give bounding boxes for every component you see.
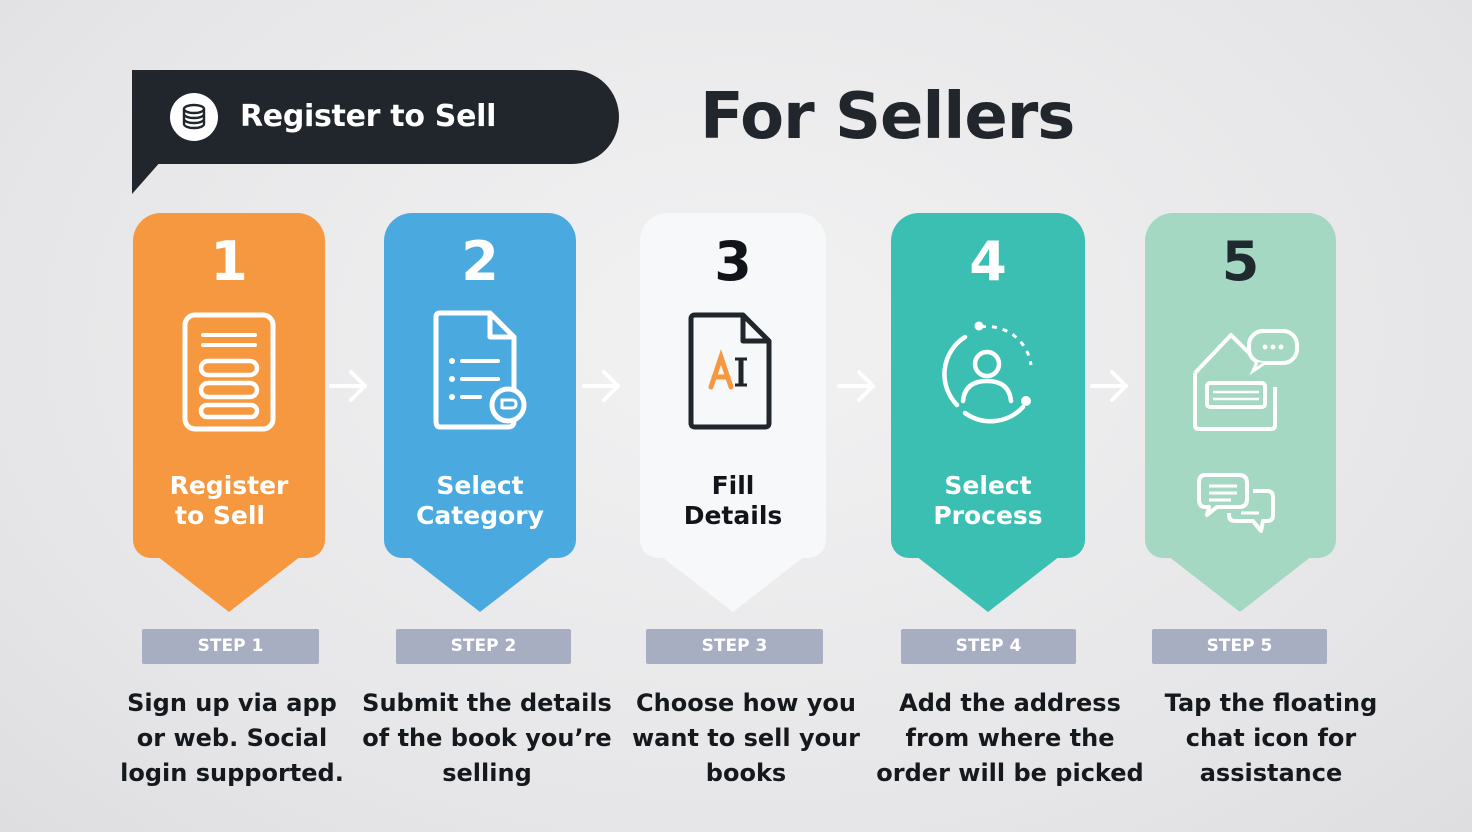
step-card-4-pointer xyxy=(916,556,1060,612)
step-number: 5 xyxy=(1221,230,1260,293)
arrow-right-icon xyxy=(582,370,620,402)
step-card-3-pointer xyxy=(661,556,805,612)
step-card-2-pointer xyxy=(408,556,552,612)
step-card-3[interactable]: 3 Fill Details xyxy=(640,213,826,558)
ai-file-icon xyxy=(688,312,772,430)
banner-tail xyxy=(132,160,162,194)
step-description-2: Submit the details of the book you’re se… xyxy=(362,689,612,787)
arrow-right-icon xyxy=(1090,370,1128,402)
database-icon xyxy=(170,93,218,141)
step-card-4[interactable]: 4 Select Process xyxy=(891,213,1085,558)
step-description-3: Choose how you want to sell your books xyxy=(631,689,861,787)
step-number: 4 xyxy=(969,230,1007,293)
document-list-icon xyxy=(433,310,527,430)
user-process-icon xyxy=(942,321,1033,424)
step-number: 1 xyxy=(210,230,248,293)
step-title: Fill Details xyxy=(683,471,783,530)
arrow-right-icon xyxy=(329,370,367,402)
step-title: Select Process xyxy=(933,471,1043,530)
step-card-2[interactable]: 2 Select Category xyxy=(384,213,576,558)
document-form-icon xyxy=(182,312,276,432)
banner-label: Register to Sell xyxy=(240,99,497,134)
chat-support-icon xyxy=(1193,329,1299,431)
step-description-5: Tap the floating chat icon for assistanc… xyxy=(1164,689,1378,787)
register-to-sell-banner[interactable]: Register to Sell xyxy=(132,70,619,164)
step-card-1[interactable]: 1 Register to Sell xyxy=(133,213,325,558)
page-title: For Sellers xyxy=(700,80,1075,154)
step-badge-4: STEP 4 xyxy=(901,629,1076,664)
chat-bubbles-icon xyxy=(1197,473,1275,533)
arrow-right-icon xyxy=(837,370,875,402)
step-number: 3 xyxy=(714,230,752,293)
step-card-5-pointer xyxy=(1168,556,1312,612)
step-badge-3: STEP 3 xyxy=(646,629,823,664)
step-number: 2 xyxy=(461,230,499,293)
step-card-1-pointer xyxy=(157,556,301,612)
step-badge-5: STEP 5 xyxy=(1152,629,1327,664)
step-description-1: Sign up via app or web. Social login sup… xyxy=(120,689,344,787)
step-title: Register to Sell xyxy=(169,471,289,530)
step-badge-2: STEP 2 xyxy=(396,629,571,664)
step-card-5[interactable]: 5 xyxy=(1145,213,1336,558)
step-description-4: Add the address from where the order wil… xyxy=(876,689,1144,787)
step-badge-1: STEP 1 xyxy=(142,629,319,664)
step-title: Select Category xyxy=(416,471,544,530)
